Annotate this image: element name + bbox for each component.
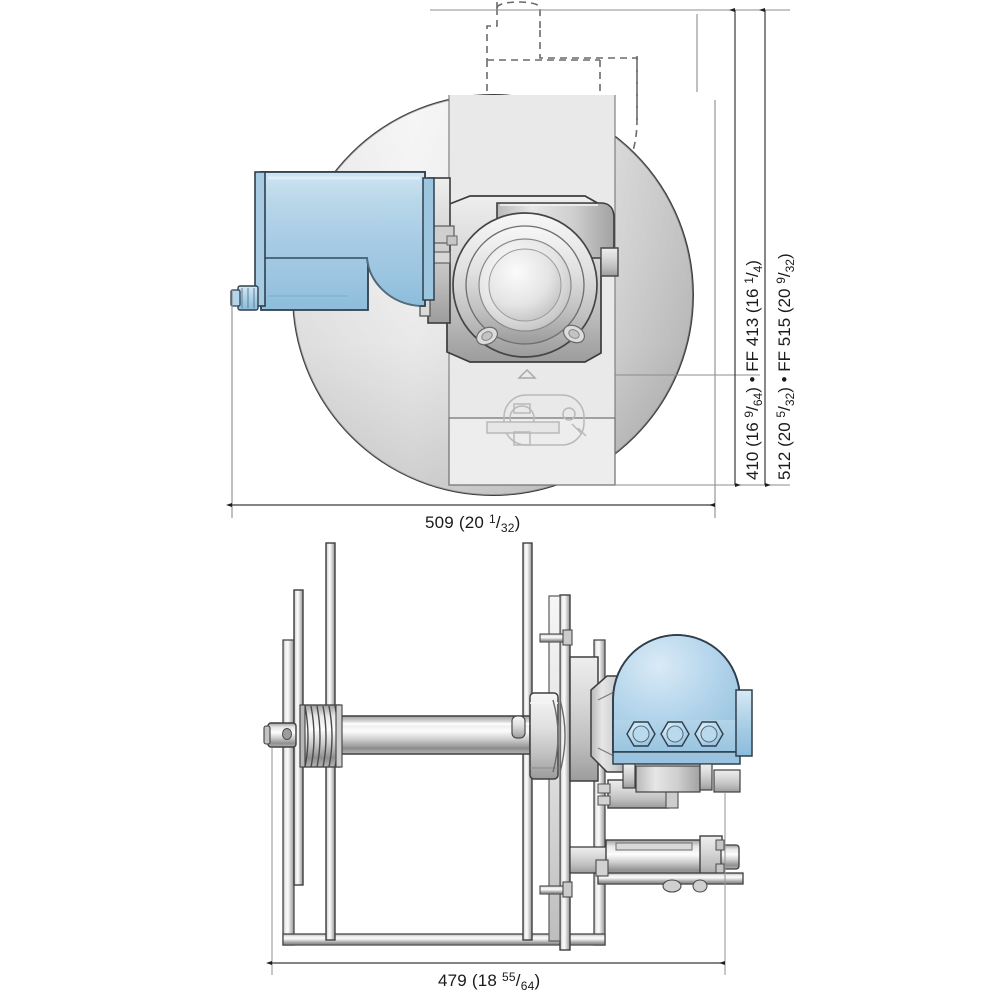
drum-shaft (336, 715, 531, 755)
side-view-dimensions: 479 (18 55/64) (266, 748, 726, 993)
shaft-bellows-spring (299, 704, 343, 768)
lower-valve-assembly (569, 835, 744, 893)
hydraulic-motor-blue (230, 171, 435, 311)
front-view-assembly (230, 1, 694, 496)
dim-512-label: 512 (20 5/32) • FF 515 (20 9/32) (774, 253, 797, 480)
hydraulic-motor-dome (612, 634, 753, 793)
side-view-assembly (263, 542, 753, 951)
front-view-dimensions: 509 (20 1/32) 410 (16 9/64) • FF 413 (16… (226, 8, 797, 535)
dim-479-label: 479 (18 55/64) (438, 970, 540, 993)
ghosted-valve-group (486, 368, 587, 446)
flange-bolt-bosses (475, 324, 586, 346)
drum-hub-right (529, 692, 566, 780)
dim-509-label: 509 (20 1/32) (425, 512, 520, 535)
bearing-flange (452, 212, 598, 358)
shaft-stub-left (263, 722, 297, 748)
mount-bolts (539, 629, 573, 898)
hydraulic-port-fitting (230, 285, 259, 311)
motor-hex-ports (626, 721, 724, 747)
dim-410-label: 410 (16 9/64) • FF 413 (16 1/4) (742, 260, 765, 480)
